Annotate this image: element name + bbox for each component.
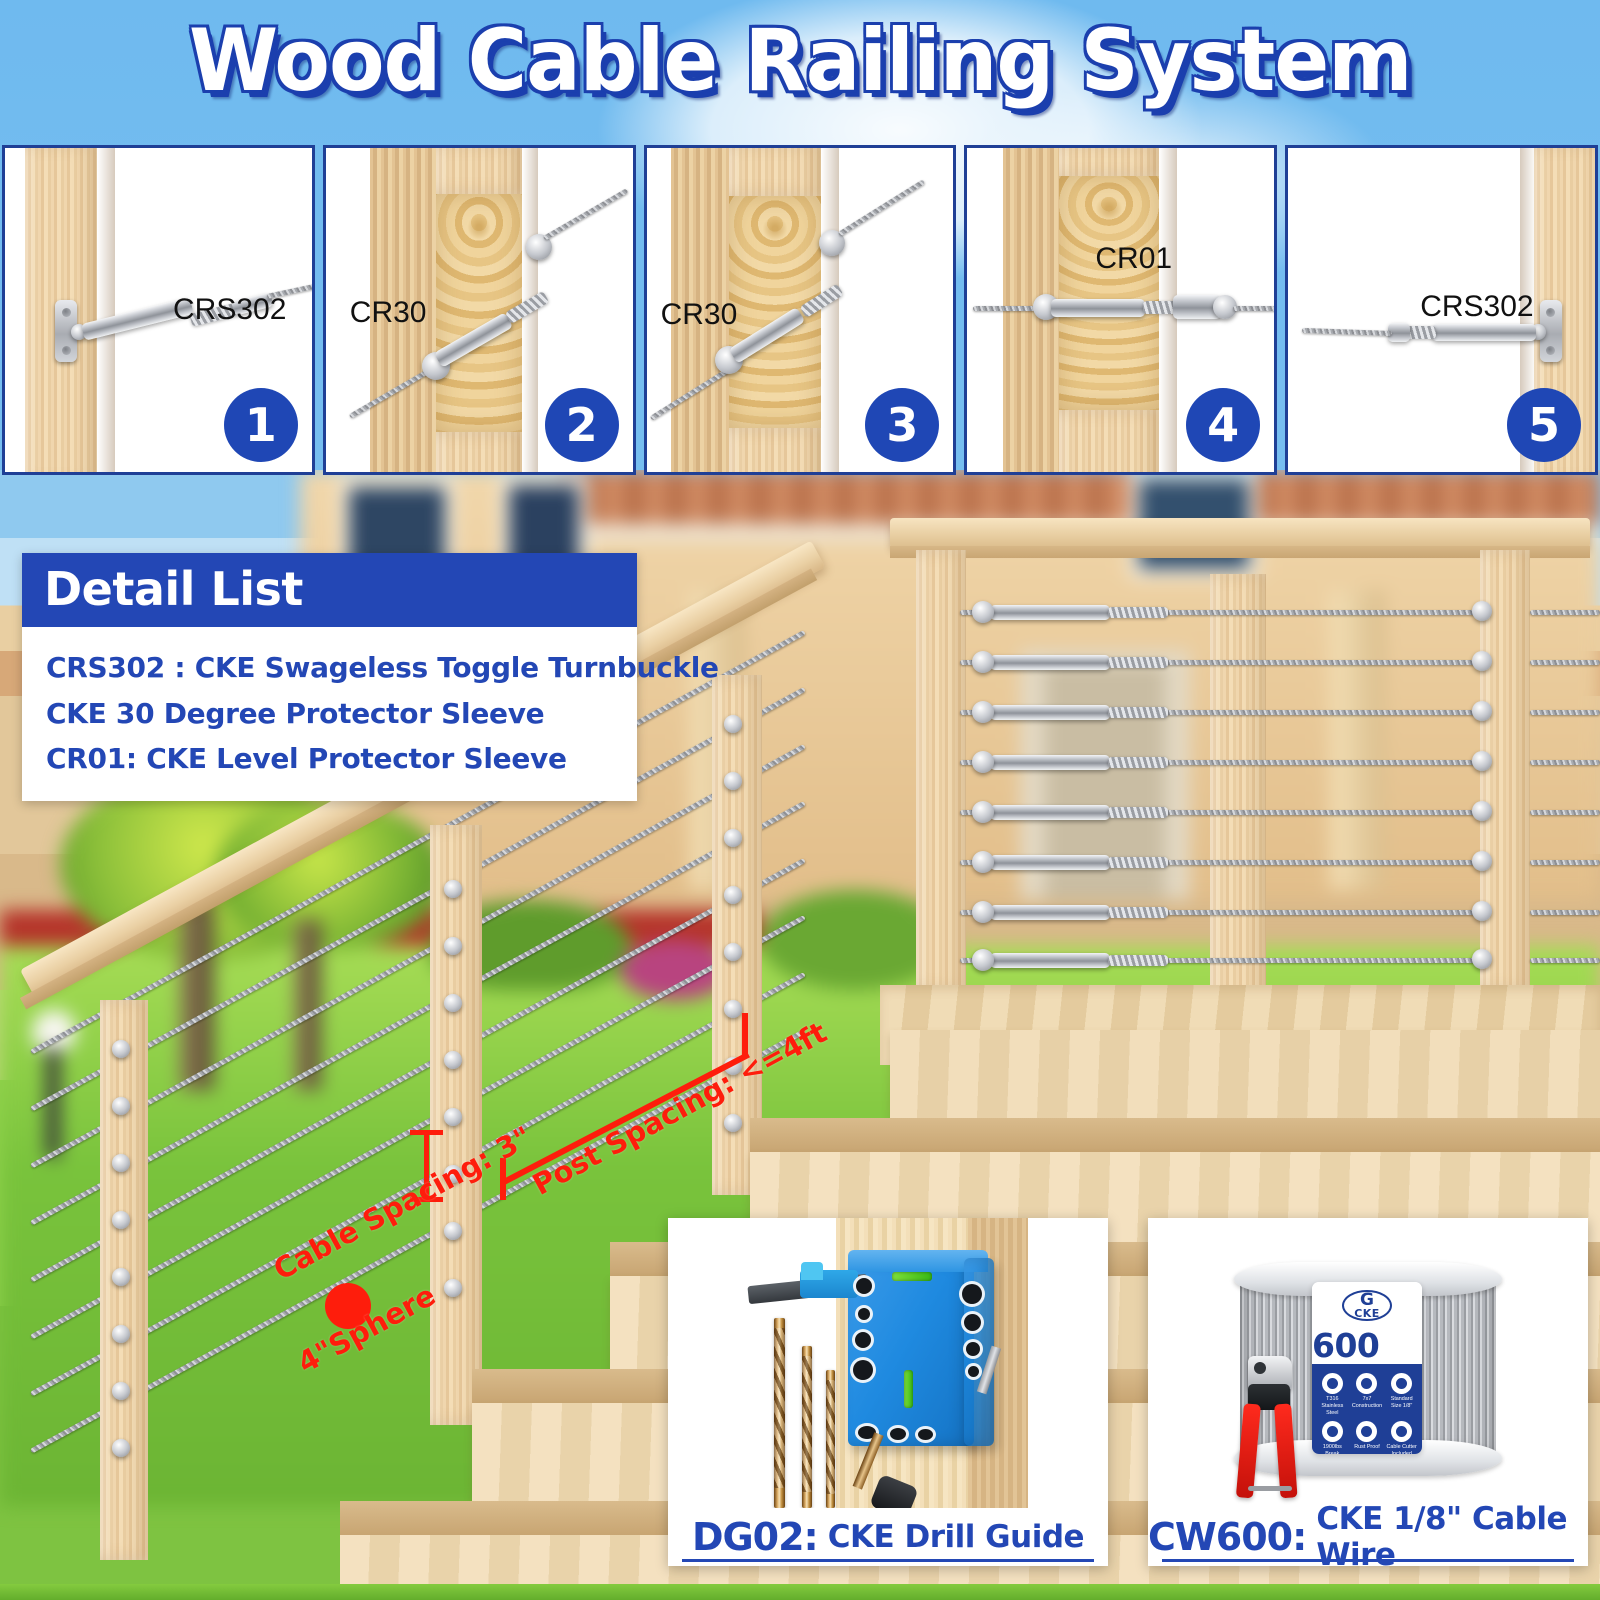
level-protector-sleeve-icon (1051, 299, 1146, 317)
drill-guide-name: CKE Drill Guide (827, 1519, 1085, 1555)
feature-item: T316 Stainless Steel (1316, 1373, 1349, 1416)
drill-guide-icon (668, 1218, 1108, 1508)
step-code-2: CR30 (349, 296, 427, 329)
step-panel-2[interactable]: CR30 2 (322, 145, 636, 475)
step-badge-3: 3 (865, 388, 940, 462)
rustproof-icon (1356, 1421, 1378, 1443)
steel-cable-icon (973, 306, 1044, 311)
cutter-icon (1391, 1421, 1413, 1443)
cable-wire-caption: CW600: CKE 1/8" Cable Wire (1148, 1501, 1588, 1573)
step-panel-5[interactable]: CRS302 5 (1285, 145, 1598, 475)
spool-label-top: G CKE 600 FT (1312, 1282, 1422, 1404)
product-card-cable-wire[interactable]: G CKE 600 FT T316 Stainless Steel 7x7 Co… (1148, 1218, 1588, 1573)
cable-wire-name: CKE 1/8" Cable Wire (1316, 1501, 1567, 1573)
step-badge-5: 5 (1506, 388, 1581, 462)
step-panel-1[interactable]: CRS302 1 (2, 145, 315, 475)
post-cutaway-icon (1059, 176, 1160, 410)
step-code-5: CRS302 (1420, 290, 1534, 323)
strength-icon (1321, 1421, 1343, 1443)
spool-label: G CKE 600 FT T316 Stainless Steel 7x7 Co… (1312, 1282, 1422, 1454)
cke-logo-mark: G (1360, 1290, 1374, 1310)
feature-item: Standard Size 1/8" (1385, 1373, 1418, 1416)
detail-list-item: CKE 30 Degree Protector Sleeve (46, 696, 545, 730)
detail-list-card: Detail List CRS302 : CKE Swageless Toggl… (22, 553, 719, 802)
step-panel-3[interactable]: CR30 3 (643, 145, 957, 475)
detail-list-item: CR01: CKE Level Protector Sleeve (46, 742, 567, 776)
step-badge-2: 2 (544, 388, 619, 462)
wood-post (369, 148, 436, 472)
cke-logo-text: CKE (1354, 1307, 1380, 1321)
detail-list-item: CRS302 : CKE Swageless Toggle Turnbuckle (46, 651, 719, 685)
step-code-3: CR30 (660, 298, 738, 331)
page-title: Wood Cable Railing System (188, 11, 1412, 111)
step-badge-1: 1 (223, 388, 298, 462)
step-badge-4: 4 (1186, 388, 1261, 462)
spool-label-features: T316 Stainless Steel 7x7 Construction St… (1312, 1364, 1422, 1454)
deck-railing (880, 490, 1600, 1065)
step-panel-4[interactable]: CR01 4 (964, 145, 1278, 475)
cke-logo-icon: G CKE (1342, 1290, 1392, 1322)
cable-wire-sku: CW600: (1148, 1515, 1307, 1559)
wood-post (670, 148, 729, 472)
cable-spool-icon: G CKE 600 FT T316 Stainless Steel 7x7 Co… (1148, 1218, 1588, 1508)
turnbuckle-body-icon (1432, 324, 1537, 341)
step-code-1: CRS302 (173, 293, 287, 326)
toggle-plate-icon (55, 300, 77, 362)
grass-strip (0, 1584, 1600, 1600)
installation-steps: CRS302 1 CR30 2 (0, 145, 1600, 475)
gear-icon (1391, 1373, 1413, 1394)
feature-item: Rust Proof (1351, 1421, 1384, 1454)
stair-railing (0, 540, 880, 1600)
page-title-wrap: Wood Cable Railing System (0, 18, 1600, 104)
step-code-4: CR01 (1095, 242, 1173, 275)
cable-spacing-bracket (424, 1130, 429, 1202)
strand-icon (1356, 1373, 1378, 1394)
feature-item: Cable Cutter Included (1385, 1421, 1418, 1454)
shield-icon (1321, 1373, 1343, 1394)
feature-item: 7x7 Construction (1351, 1373, 1384, 1416)
detail-list-body: CRS302 : CKE Swageless Toggle Turnbuckle… (22, 627, 719, 802)
drill-guide-sku: DG02: (691, 1515, 819, 1559)
feature-item: 1900lbs Break Strength (1316, 1421, 1349, 1454)
drill-guide-caption: DG02: CKE Drill Guide (668, 1508, 1108, 1566)
sphere-dot-icon (325, 1283, 371, 1329)
product-card-drill-guide[interactable]: DG02: CKE Drill Guide (668, 1218, 1108, 1566)
detail-list-heading: Detail List (22, 553, 637, 628)
toggle-plate-icon (1540, 300, 1563, 362)
